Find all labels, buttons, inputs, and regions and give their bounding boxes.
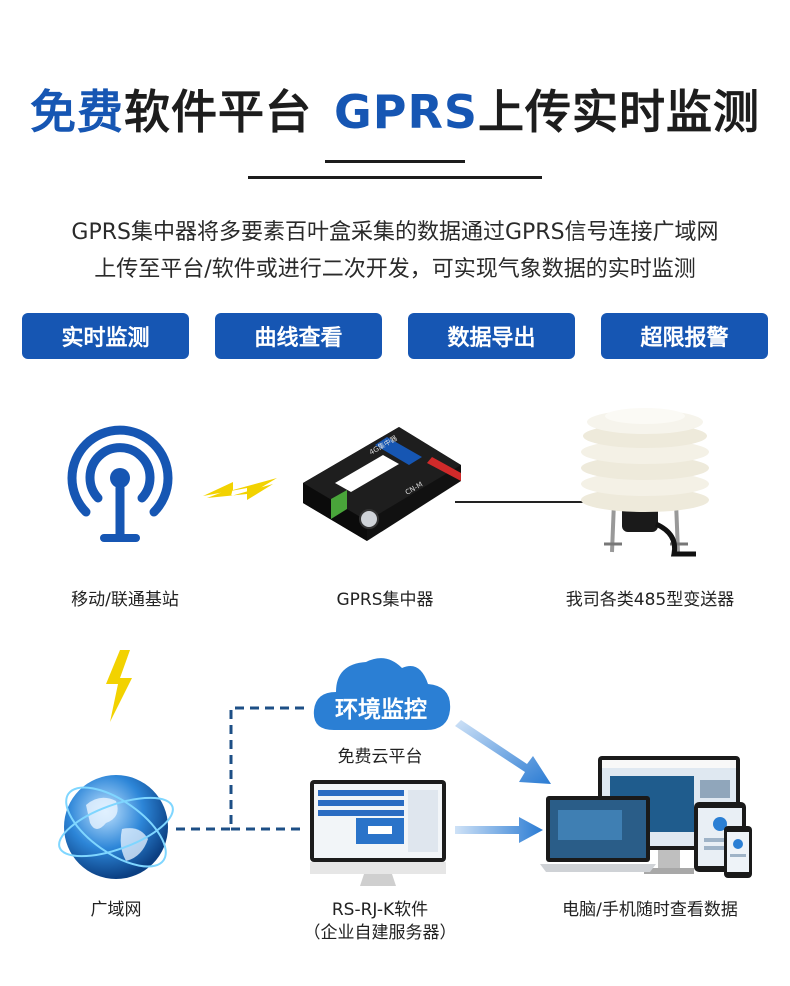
cable-line — [455, 501, 605, 503]
title-free: 免费 — [29, 85, 124, 139]
title-gprs: GPRS — [333, 85, 479, 139]
cloud-icon — [313, 658, 451, 730]
cloud-title: 环境监控 — [335, 697, 427, 723]
caption-software: RS-RJ-K软件 — [331, 900, 429, 920]
monitor-icon — [310, 780, 446, 886]
laptop-icon — [540, 796, 656, 872]
caption-software-sub: （企业自建服务器） — [303, 923, 457, 943]
feature-data-export: 数据导出 — [408, 313, 575, 359]
devices-group — [540, 756, 752, 878]
arrow-icon — [455, 817, 543, 843]
lightning-icon — [203, 478, 277, 500]
globe-icon — [58, 775, 174, 879]
caption-devices: 电脑/手机随时查看数据 — [562, 900, 738, 920]
caption-wan: 广域网 — [90, 900, 142, 920]
feature-realtime-monitor: 实时监测 — [22, 313, 189, 359]
title-upload-monitor: 上传实时监测 — [478, 85, 761, 139]
lightning-icon — [106, 650, 132, 722]
phone-icon — [724, 826, 752, 878]
caption-transmitter: 我司各类485型变送器 — [565, 590, 735, 610]
wireless-signal-icon — [67, 425, 173, 542]
page-title: 免费软件平台 GPRS上传实时监测 — [0, 76, 790, 142]
title-divider-short — [325, 160, 465, 163]
caption-gprs-concentrator: GPRS集中器 — [336, 590, 434, 610]
gprs-concentrator-device: 4G集中器 CN-M — [303, 427, 461, 541]
caption-base-station: 移动/联通基站 — [71, 590, 179, 610]
intro-line-1: GPRS集中器将多要素百叶盒采集的数据通过GPRS信号连接广域网 — [71, 220, 719, 245]
feature-curve-view: 曲线查看 — [215, 313, 382, 359]
title-software-platform: 软件平台 — [123, 85, 312, 139]
arrow-icon — [455, 720, 551, 784]
feature-over-limit-alarm: 超限报警 — [601, 313, 768, 359]
louver-box-transmitter — [581, 408, 709, 557]
intro-line-2: 上传至平台/软件或进行二次开发，可实现气象数据的实时监测 — [94, 257, 696, 282]
title-divider-long — [248, 176, 542, 179]
caption-cloud-platform: 免费云平台 — [337, 747, 423, 767]
